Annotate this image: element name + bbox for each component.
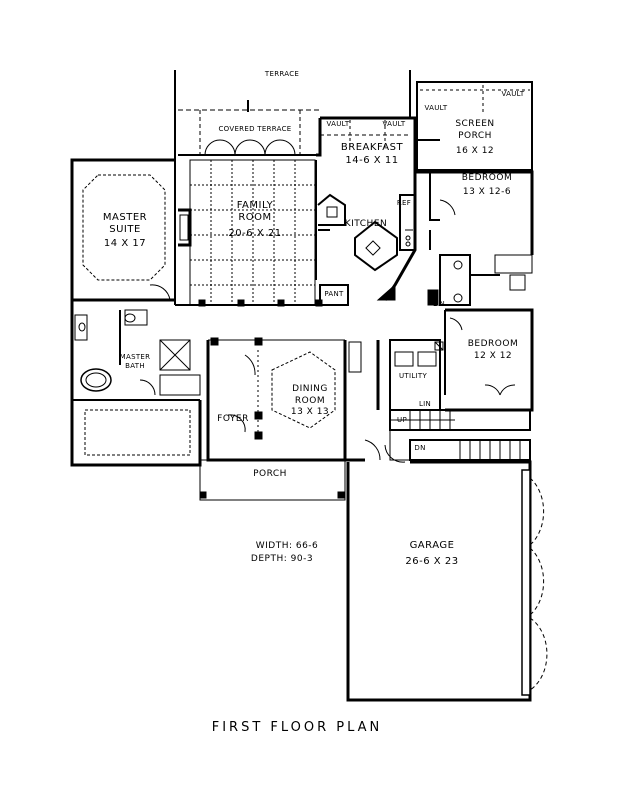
master-bath-walls — [70, 300, 202, 467]
vault-label-2: VAULT — [382, 120, 406, 128]
porch-walls — [199, 459, 346, 501]
stairs — [389, 409, 531, 461]
master-bath-label: MASTER BATH — [119, 353, 151, 370]
family-room-walls — [175, 159, 349, 307]
garage-walls — [346, 460, 548, 702]
vault-label-3: VAULT — [424, 104, 448, 112]
bedroom-2-label: BEDROOM — [467, 339, 519, 349]
stairs-up-label: UP — [397, 416, 407, 424]
screen-porch-dims: 16 X 12 — [455, 146, 495, 156]
kitchen-label: KITCHEN — [344, 219, 388, 229]
master-suite-dims: 14 X 17 — [103, 238, 147, 249]
linen-label-2: LIN — [418, 400, 432, 408]
hall-walls — [345, 340, 406, 463]
terrace-label: TERRACE — [264, 70, 300, 78]
breakfast-kitchen-walls — [316, 116, 417, 301]
dining-room-dims: 13 X 13 — [290, 407, 330, 417]
plan-title: FIRST FLOOR PLAN — [211, 720, 383, 735]
vault-label-4: VAULT — [501, 90, 525, 98]
family-room-dims: 20-6 X 21 — [228, 228, 282, 239]
family-room-label: FAMILY ROOM — [236, 200, 274, 223]
screen-porch-label: SCREEN PORCH — [455, 119, 495, 141]
porch-label: PORCH — [253, 469, 287, 479]
linen-label-1: LIN — [432, 300, 446, 308]
pantry-label: PANT — [324, 290, 344, 298]
covered-terrace-label: COVERED TERRACE — [218, 125, 292, 133]
breakfast-dims: 14-6 X 11 — [345, 155, 399, 166]
bedroom-1-walls — [415, 170, 534, 306]
foyer-label: FOYER — [217, 414, 249, 424]
refrigerator-label: REF — [396, 199, 412, 207]
vault-label-1: VAULT — [326, 120, 350, 128]
bedroom-2-dims: 12 X 12 — [473, 351, 513, 361]
width-dimension: WIDTH: 66-6 — [255, 541, 319, 551]
garage-dims: 26-6 X 23 — [405, 556, 459, 567]
terrace-area — [174, 70, 411, 305]
master-suite-walls — [70, 158, 175, 302]
bedroom-1-dims: 13 X 12-6 — [462, 187, 512, 197]
master-suite-label: MASTER SUITE — [102, 212, 148, 235]
dining-room-label: DINING ROOM — [292, 384, 328, 406]
breakfast-label: BREAKFAST — [340, 142, 404, 153]
bedroom-1-label: BEDROOM — [461, 173, 513, 183]
utility-label: UTILITY — [398, 372, 428, 380]
garage-label: GARAGE — [409, 540, 455, 551]
screen-porch-walls — [416, 81, 533, 171]
stairs-down-label: DN — [414, 444, 426, 452]
depth-dimension: DEPTH: 90-3 — [250, 554, 314, 564]
